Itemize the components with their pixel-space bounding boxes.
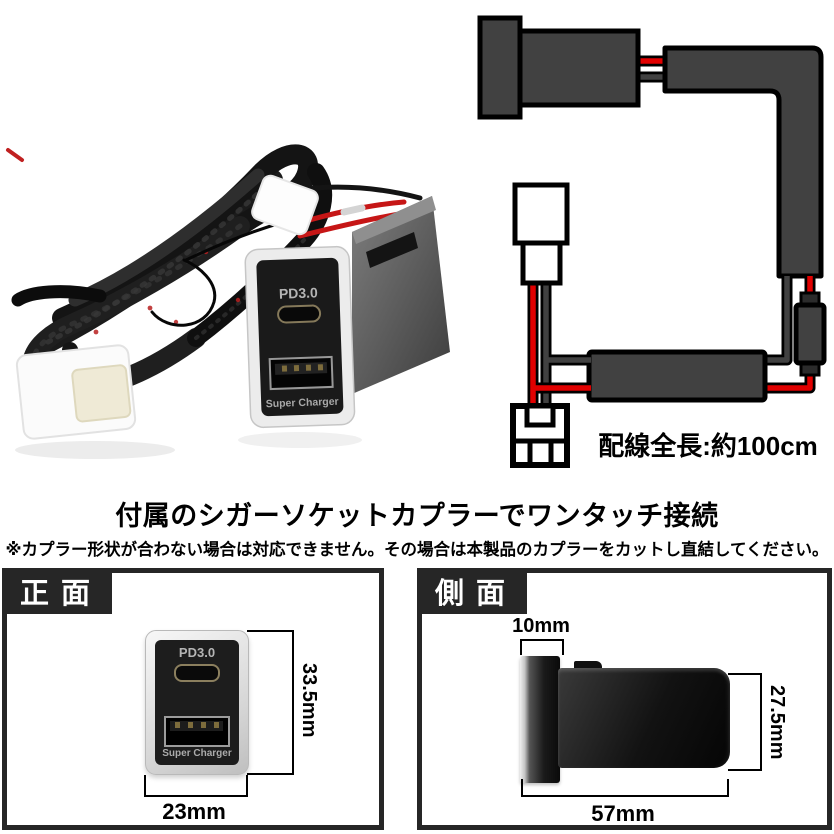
diagram-junction-box — [586, 349, 768, 403]
fuse-box — [793, 302, 827, 366]
usb-a-port-icon — [164, 716, 230, 747]
unit-face — [256, 257, 344, 417]
depth-dimension-bracket — [520, 639, 564, 655]
inline-connector — [251, 174, 319, 236]
front-panel-title: 正面 — [2, 568, 112, 614]
front-view-face: PD3.0 Super Charger — [155, 640, 239, 765]
pd-label: PD3.0 — [279, 284, 319, 301]
mount-slot — [366, 232, 418, 268]
usb-c-port-icon — [174, 664, 220, 682]
usb-c-port-icon — [277, 304, 322, 324]
photo-shadow — [238, 432, 362, 448]
side-height-dimension-label: 27.5mm — [766, 685, 788, 760]
depth-dimension-label: 10mm — [512, 615, 570, 637]
diagram-cable-sheath — [662, 45, 824, 279]
width-dimension-label: 23mm — [162, 799, 226, 824]
headline: 付属のシガーソケットカプラーでワンタッチ接続 — [115, 501, 719, 531]
height-dimension-bracket — [247, 630, 294, 775]
diagram-right-wires — [765, 276, 816, 394]
side-height-dimension-bracket — [728, 673, 762, 771]
note-text: ※カプラー形状が合わない場合は対応できません。その場合は本製品のカプラーをカット… — [5, 541, 829, 559]
front-view-panel: 正面 PD3.0 Super Charger 33.5mm 23mm — [2, 568, 384, 830]
height-dimension-label: 33.5mm — [298, 663, 320, 738]
width-dimension-bracket — [144, 775, 248, 797]
coupler-connector — [15, 344, 137, 440]
side-panel-title: 側面 — [417, 568, 527, 614]
side-view-faceplate — [520, 656, 560, 783]
wiring-diagram — [477, 15, 827, 468]
side-view-body — [558, 668, 730, 768]
charger-unit: PD3.0 Super Charger — [244, 196, 450, 429]
diagram-socket-coupler — [510, 403, 570, 468]
pd-label: PD3.0 — [178, 645, 216, 660]
length-dimension-bracket — [521, 779, 729, 797]
super-charger-label: Super Charger — [266, 396, 339, 411]
super-charger-label: Super Charger — [162, 748, 232, 759]
length-dimension-label: 57mm — [591, 801, 655, 826]
front-view-product: PD3.0 Super Charger — [145, 630, 249, 775]
mount-clip — [574, 661, 602, 670]
diagram-charger-unit — [477, 15, 641, 120]
diagram-inline-connector — [512, 182, 570, 286]
wiring-length-label: 配線全長:約100cm — [598, 431, 818, 461]
product-photo: PD3.0 Super Charger — [6, 144, 450, 459]
photo-shadow — [15, 441, 175, 459]
diagram-left-wires — [527, 283, 591, 406]
side-view-panel: 側面 10mm 27.5mm 57mm — [417, 568, 832, 830]
